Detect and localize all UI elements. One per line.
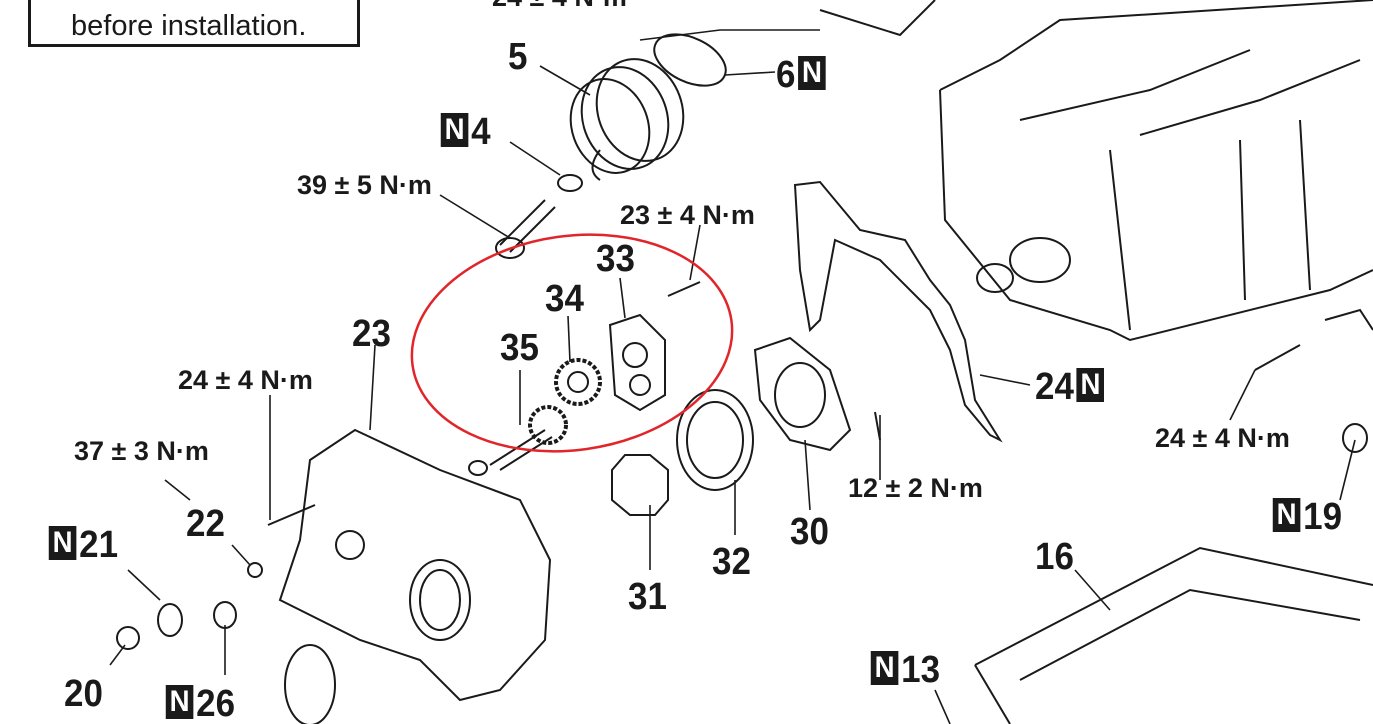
oil-pan-part-16 xyxy=(974,546,1373,724)
highlight-circle xyxy=(410,233,734,453)
o-ring-part-6 xyxy=(653,33,727,87)
part-20-label: 20 xyxy=(64,673,103,715)
bolt-part-22 xyxy=(267,504,316,526)
installation-note-box: before installation. xyxy=(28,0,360,47)
torque-label: 24 ± 4 N·m xyxy=(178,365,313,395)
part-33-label: 33 xyxy=(596,238,635,280)
torque-label: 23 ± 4 N·m xyxy=(620,200,755,230)
front-case-part-23 xyxy=(278,428,552,702)
nut-part-20 xyxy=(116,626,140,650)
n-badge: N xyxy=(870,651,899,685)
torque-label: 37 ± 3 N·m xyxy=(74,436,209,466)
oil-cooler-part-5 xyxy=(569,58,685,181)
seal-part-19 xyxy=(1342,423,1368,453)
n-badge: N xyxy=(165,685,194,719)
cover-part-33 xyxy=(608,313,666,412)
bolt-head-22 xyxy=(247,562,263,578)
gear-shaft-part-35 xyxy=(489,405,568,471)
note-text: before installation. xyxy=(71,10,307,42)
part-23-label: 23 xyxy=(352,313,391,355)
inner-rotor-part-31 xyxy=(611,454,669,516)
torque-label: 24 ± 4 N·m xyxy=(492,0,627,11)
n-badge: N xyxy=(440,113,469,147)
outer-rotor-part-32 xyxy=(676,389,754,491)
part-31-label: 31 xyxy=(628,576,667,618)
part-22-label: 22 xyxy=(186,503,225,545)
part-16-label: 16 xyxy=(1035,536,1074,578)
part-34-label: 34 xyxy=(545,278,584,320)
engine-block xyxy=(819,0,1373,342)
bolt-part-39 xyxy=(495,199,556,259)
n-badge: N xyxy=(1076,368,1105,402)
n-badge: N xyxy=(798,56,826,90)
n-badge: N xyxy=(1272,498,1301,532)
torque-label: 24 ± 4 N·m xyxy=(1155,423,1290,453)
washer-part-21 xyxy=(157,603,183,637)
gear-part-34 xyxy=(554,358,602,406)
seal-part-26 xyxy=(213,601,237,629)
crank-seal xyxy=(284,644,336,724)
part-32-label: 32 xyxy=(712,541,751,583)
bushing xyxy=(468,460,488,476)
bolt-part-23-torque xyxy=(667,281,701,297)
plate-part-30 xyxy=(753,336,852,452)
part-35-label: 35 xyxy=(500,327,539,369)
part-30-label: 30 xyxy=(790,511,829,553)
n-badge: N xyxy=(48,526,77,560)
gasket-part-24 xyxy=(793,180,1003,443)
o-ring-part-4 xyxy=(557,174,583,192)
bolt-part-12 xyxy=(874,411,881,441)
torque-label: 12 ± 2 N·m xyxy=(848,473,983,503)
torque-label: 39 ± 5 N·m xyxy=(297,170,432,200)
bolt-right xyxy=(1254,344,1301,371)
part-5-label: 5 xyxy=(508,36,528,78)
